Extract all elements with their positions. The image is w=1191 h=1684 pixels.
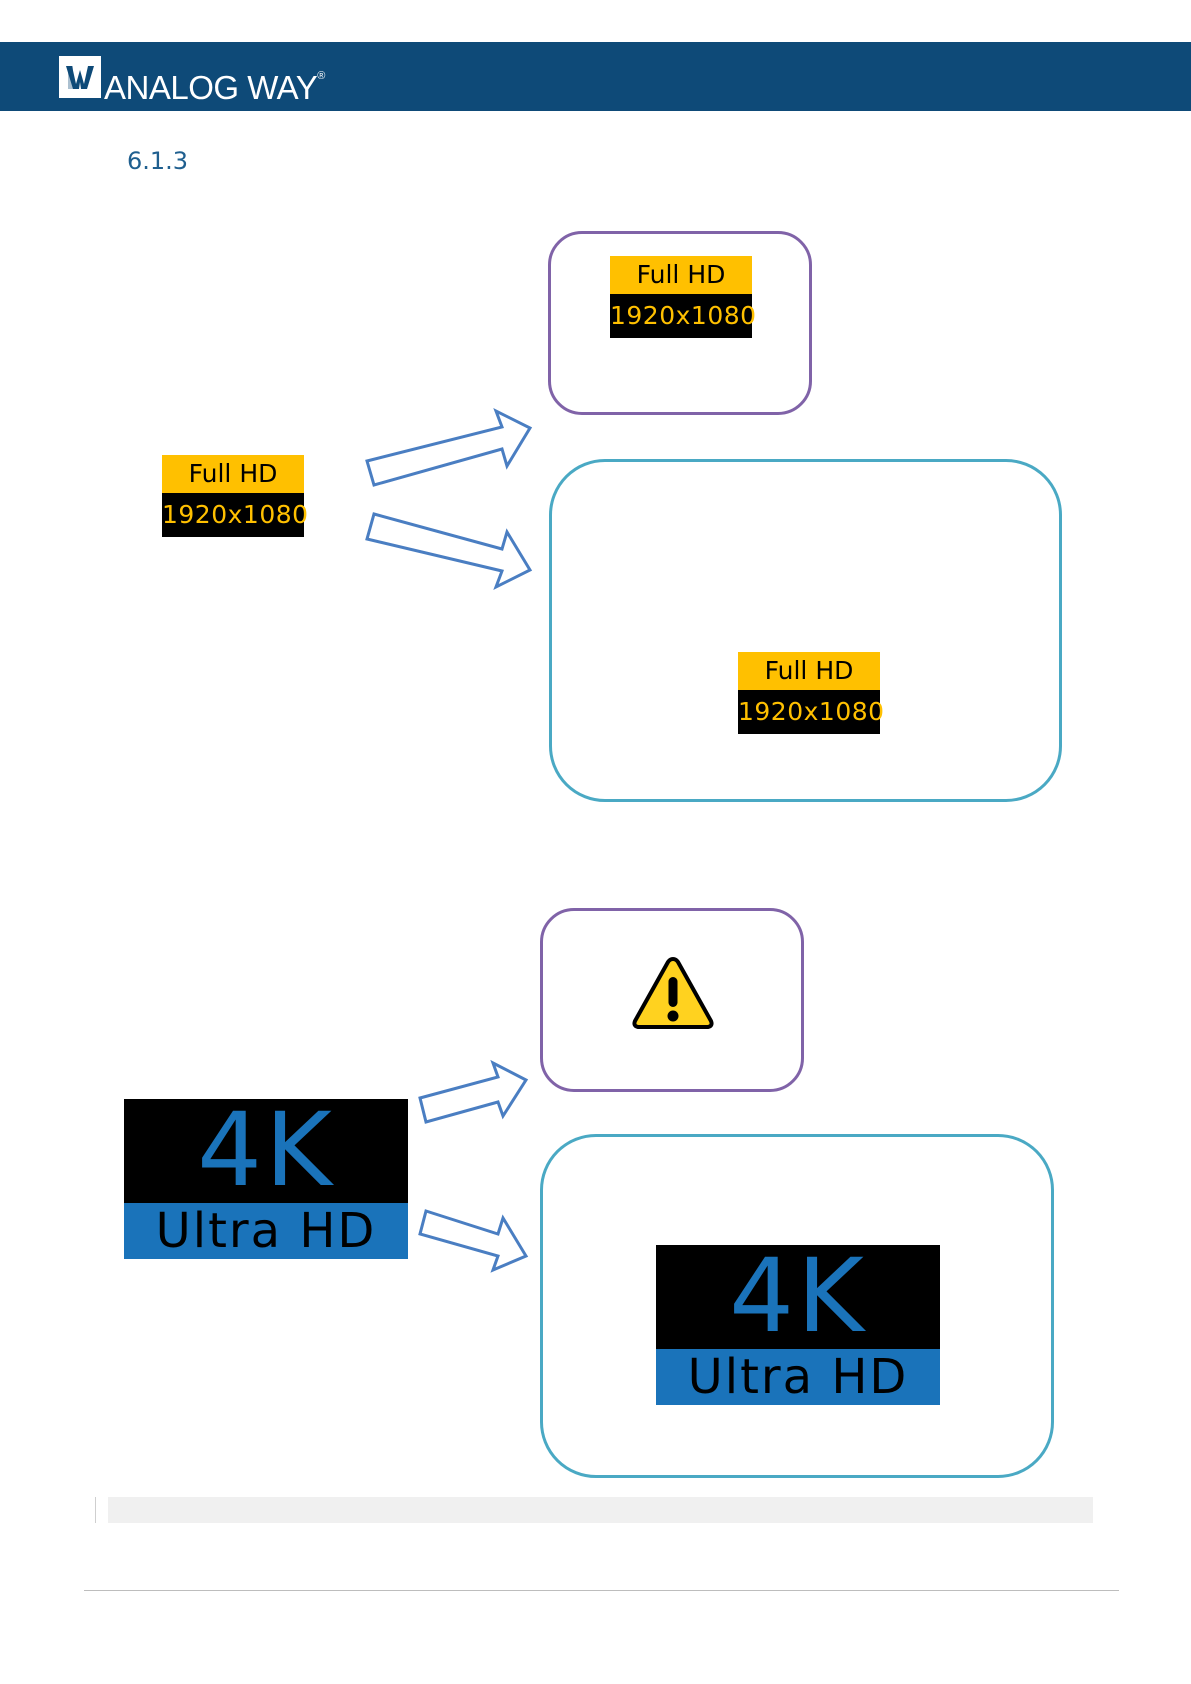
badge-label-bottom: 1920x1080 xyxy=(162,493,304,537)
registered-mark: ® xyxy=(317,70,325,82)
output-screen-large: Full HD 1920x1080 xyxy=(549,459,1062,802)
uhd-output-badge: 4K Ultra HD xyxy=(656,1245,940,1405)
fhd-source-badge: Full HD 1920x1080 xyxy=(162,455,304,537)
badge-label-bottom: 1920x1080 xyxy=(738,690,880,734)
analog-way-logo-icon xyxy=(59,56,101,98)
badge-label-bottom: Ultra HD xyxy=(656,1349,940,1405)
page-header: ANALOG WAY® xyxy=(0,42,1191,111)
output-screen-small-warning xyxy=(540,908,804,1092)
uhd-source-badge: 4K Ultra HD xyxy=(124,1099,408,1259)
badge-label-top: Full HD xyxy=(162,455,304,493)
section-number: 6.1.3 xyxy=(127,146,188,176)
output-screen-small: Full HD 1920x1080 xyxy=(548,231,812,415)
brand-wordmark: ANALOG WAY® xyxy=(104,54,325,110)
badge-label-top: 4K xyxy=(124,1099,408,1203)
fhd-output-badge-centered: Full HD 1920x1080 xyxy=(738,652,880,734)
badge-label-top: Full HD xyxy=(738,652,880,690)
caption-bar xyxy=(96,1497,1093,1523)
arrow-down-right-icon xyxy=(367,514,530,587)
arrow-down-right-icon xyxy=(420,1211,526,1270)
warning-icon xyxy=(631,953,715,1031)
brand-name: ANALOG WAY xyxy=(104,69,317,106)
badge-label-top: Full HD xyxy=(610,256,752,294)
badge-label-bottom: 1920x1080 xyxy=(610,294,752,338)
arrow-up-right-icon xyxy=(367,411,530,485)
fhd-output-badge: Full HD 1920x1080 xyxy=(610,256,752,338)
footer-divider xyxy=(84,1590,1119,1591)
badge-label-top: 4K xyxy=(656,1245,940,1349)
output-screen-large-4k: 4K Ultra HD xyxy=(540,1134,1054,1478)
badge-label-bottom: Ultra HD xyxy=(124,1203,408,1259)
arrow-up-right-icon xyxy=(420,1063,526,1122)
